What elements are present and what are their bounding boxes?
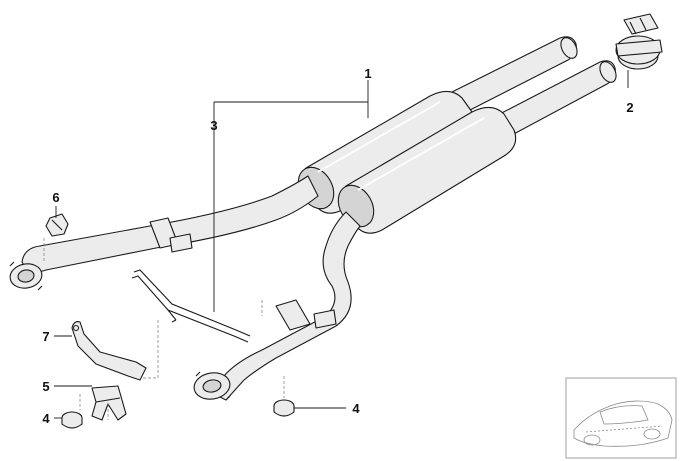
leader-lines bbox=[54, 70, 629, 419]
callout-7: 7 bbox=[42, 329, 49, 344]
bracket-part-7 bbox=[71, 321, 147, 381]
clamp-part-2 bbox=[615, 13, 663, 70]
callout-1: 1 bbox=[364, 66, 371, 81]
tail-pipes bbox=[451, 36, 617, 137]
callout-6: 6 bbox=[52, 190, 59, 205]
rubber-mount-6 bbox=[45, 213, 69, 237]
callout-3: 3 bbox=[210, 118, 217, 133]
callout-4b: 4 bbox=[352, 401, 360, 416]
callout-5: 5 bbox=[42, 379, 49, 394]
support-bracket-strap bbox=[131, 269, 251, 343]
callout-4a: 4 bbox=[42, 411, 50, 426]
hanger-part-5 bbox=[91, 385, 127, 421]
rubber-mount-4-left bbox=[61, 411, 83, 429]
rear-silencer-lower bbox=[337, 106, 517, 234]
vehicle-thumbnail bbox=[565, 377, 677, 459]
intermediate-pipe-left bbox=[9, 175, 319, 291]
intermediate-pipe-right bbox=[193, 211, 361, 401]
assembly-guides bbox=[43, 238, 285, 420]
rubber-mount-4-right bbox=[273, 399, 295, 417]
callout-2: 2 bbox=[626, 100, 633, 115]
